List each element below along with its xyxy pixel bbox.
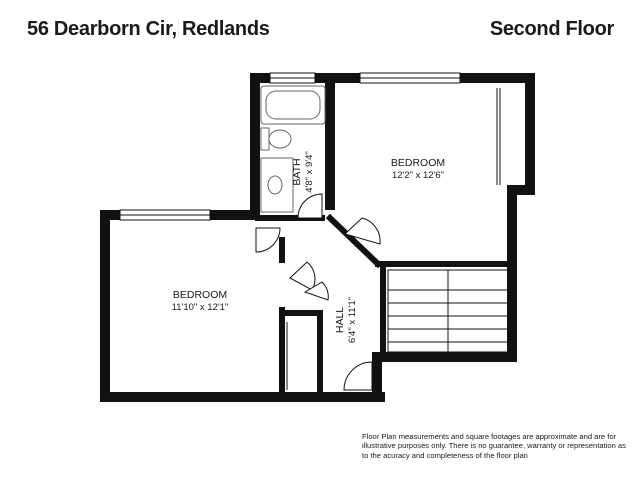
door-swing-closet-1 <box>289 261 316 291</box>
windows <box>119 72 461 221</box>
closet-doors <box>283 88 501 390</box>
door-swing-left-bedroom <box>255 227 281 253</box>
door-swing-bath <box>297 193 323 219</box>
toilet-tank-icon <box>260 127 270 151</box>
hall-dims: 6'4" x 11'1" <box>347 297 358 343</box>
vanity-icon <box>260 157 294 213</box>
bath-fixtures <box>260 85 326 213</box>
sink-icon <box>267 175 283 195</box>
address-title: 56 Dearborn Cir, Redlands <box>27 18 270 40</box>
door-swings <box>255 193 381 391</box>
bath-dims: 4'8" x 9'4" <box>304 151 315 193</box>
interior-walls <box>255 213 513 398</box>
disclaimer-text: Floor Plan measurements and square foota… <box>362 432 626 460</box>
toilet-bowl-icon <box>268 129 292 149</box>
bath-name: BATH <box>291 158 303 185</box>
staircase <box>387 269 509 353</box>
door-swing-right-bedroom <box>344 217 381 245</box>
bedroom-right-name: BEDROOM <box>391 157 445 169</box>
floor-name-title: Second Floor <box>489 18 614 40</box>
bathtub-icon <box>260 85 326 125</box>
bedroom-left-dims: 11'10" x 12'1" <box>172 302 229 313</box>
bedroom-right-dims: 12'2" x 12'6" <box>392 170 444 181</box>
hall-name: HALL <box>334 307 346 333</box>
door-swing-closet-2 <box>303 281 329 301</box>
bedroom-left-name: BEDROOM <box>173 289 227 301</box>
door-swing-hall <box>343 361 373 391</box>
